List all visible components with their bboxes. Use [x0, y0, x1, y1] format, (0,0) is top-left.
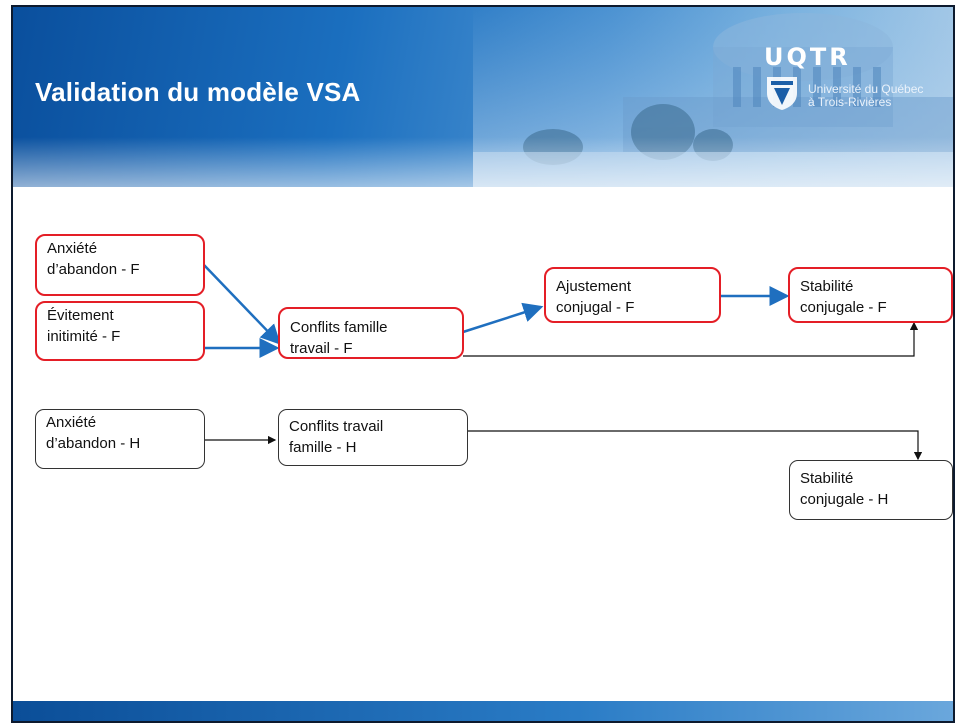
uqtr-shield-icon	[767, 77, 797, 110]
header-fade	[13, 137, 953, 187]
slide-header: Validation du modèle VSA UQTR Université…	[13, 7, 953, 187]
node-text-line: Stabilité	[800, 470, 854, 487]
arrow-anxiete-to-conflits-f	[203, 264, 281, 345]
node-conflits-famille-travail-f: Conflits famille travail - F	[278, 307, 464, 359]
uqtr-name-line1: Université du Québec	[808, 82, 924, 96]
slide-title: Validation du modèle VSA	[35, 77, 361, 107]
node-stabilite-conjugale-h: Stabilité conjugale - H	[789, 460, 953, 520]
arrow-conflits-to-ajustement-f	[462, 302, 544, 334]
node-text-line: initimité - F	[47, 328, 121, 345]
slide-footer-band	[13, 701, 953, 721]
node-text-line: d’abandon - H	[46, 435, 141, 452]
node-text-line: Stabilité	[800, 278, 854, 295]
arrow-conflits-to-stabilite-h	[467, 430, 923, 461]
arrow-conflits-to-stabilite-f	[463, 321, 919, 357]
diagram-connectors	[203, 264, 923, 461]
node-text-line: Évitement	[47, 307, 114, 324]
node-text-line: d’abandon - F	[47, 261, 140, 278]
node-text-line: famille - H	[289, 439, 357, 456]
node-text-line: Anxiété	[46, 414, 97, 431]
node-text-line: Anxiété	[47, 240, 98, 257]
node-text-line: conjugal - F	[556, 299, 635, 316]
node-text-line: Ajustement	[556, 278, 632, 295]
node-text-line: Conflits famille	[290, 319, 388, 336]
node-text-line: conjugale - H	[800, 491, 889, 508]
node-stabilite-conjugale-f: Stabilité conjugale - F	[788, 267, 953, 323]
node-anxiete-abandon-f: Anxiété d’abandon - F	[35, 234, 205, 296]
node-text-line: conjugale - F	[800, 299, 887, 316]
node-evitement-intimite-f: Évitement initimité - F	[35, 301, 205, 361]
slide-frame: Validation du modèle VSA UQTR Université…	[11, 5, 955, 723]
node-text-line: travail - F	[290, 340, 353, 357]
node-text-line: Conflits travail	[289, 418, 384, 435]
uqtr-name-line2: à Trois-Rivières	[808, 95, 892, 109]
node-conflits-travail-famille-h: Conflits travail famille - H	[278, 409, 468, 466]
node-ajustement-conjugal-f: Ajustement conjugal - F	[544, 267, 721, 323]
node-anxiete-abandon-h: Anxiété d’abandon - H	[35, 409, 205, 469]
uqtr-wordmark: UQTR	[764, 43, 851, 71]
